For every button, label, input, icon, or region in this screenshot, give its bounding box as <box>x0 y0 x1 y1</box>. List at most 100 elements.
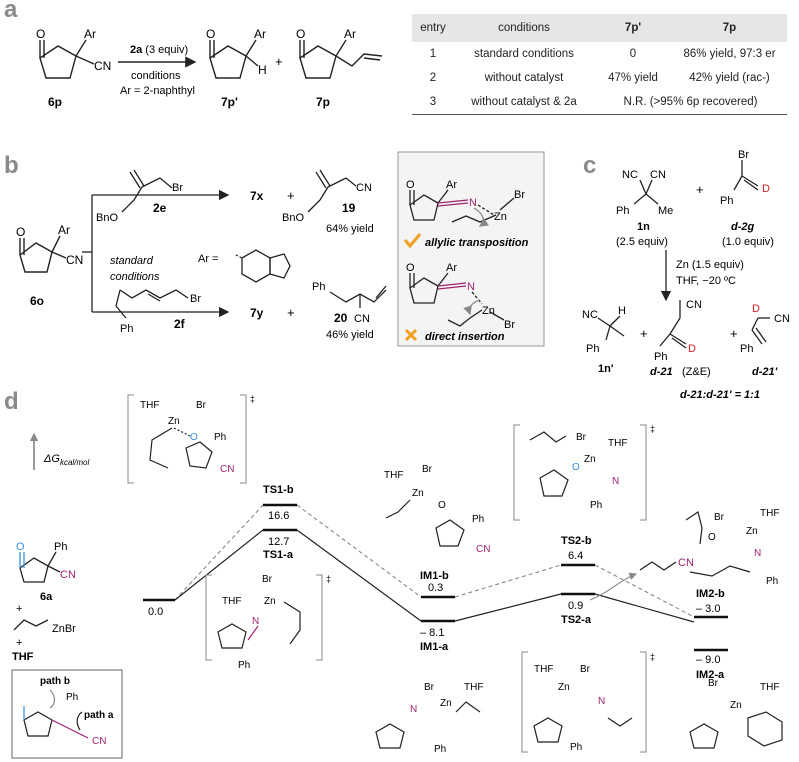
table-cell-conditions: without catalyst <box>484 72 564 84</box>
atom-O: O <box>572 462 580 473</box>
compound-label-d-21: d-21 <box>650 366 673 378</box>
atom-O: O <box>438 500 446 511</box>
panel-letter-c: c <box>583 152 597 179</box>
table-cell-conditions: standard conditions <box>474 48 574 60</box>
ts2b-skeleton <box>529 431 569 497</box>
label-Ph: Ph <box>570 742 582 753</box>
label-Ar: Ar <box>254 27 266 41</box>
ligand-THF: THF <box>222 596 241 607</box>
energy-connectors-path-a <box>174 529 695 623</box>
molecule-6p <box>39 39 95 79</box>
bracket-right <box>640 651 647 753</box>
legend-skeleton <box>23 689 89 739</box>
equiv-d-2g: (1.0 equiv) <box>722 236 774 248</box>
energy-IM2-a: – 9.0 <box>696 654 720 666</box>
table-header-7p-prime: 7p' <box>594 14 672 42</box>
mechanism-allylic-transposition <box>409 189 515 227</box>
yield-19: 64% yield <box>326 223 374 235</box>
label-TS1-b: TS1-b <box>263 484 294 496</box>
label-Ph: Ph <box>472 514 484 525</box>
label-CN: CN <box>94 59 111 73</box>
atom-Br: Br <box>262 574 273 585</box>
molecule-1n <box>633 179 659 205</box>
label-BnO: BnO <box>96 212 118 224</box>
atom-O: O <box>406 262 415 274</box>
butenenitrile <box>639 561 677 571</box>
energy-IM1-b: 0.3 <box>428 582 443 594</box>
label-CN: CN <box>678 557 694 569</box>
plus-sign: + <box>696 182 704 197</box>
label-TS1-a: TS1-a <box>263 549 294 561</box>
atom-Br: Br <box>514 189 525 201</box>
compound-label-2e: 2e <box>153 201 167 215</box>
label-ZnBr: ZnBr <box>52 623 76 635</box>
atom-Br: Br <box>196 400 207 411</box>
atom-O: O <box>296 27 305 41</box>
molecule-d-21 <box>659 300 687 349</box>
compound-label-7y: 7y <box>250 306 264 320</box>
allyl-group <box>13 619 49 631</box>
atom-Br: Br <box>504 319 515 331</box>
label-CN: CN <box>356 182 372 194</box>
label-Ph: Ph <box>616 205 629 217</box>
plus-sign: + <box>275 54 283 69</box>
molecule-d-21-prime <box>751 317 770 345</box>
label-IM1-b: IM1-b <box>420 570 449 582</box>
label-Ar: Ar <box>84 27 96 41</box>
label-Ph: Ph <box>720 195 733 207</box>
label-Ph: Ph <box>590 500 602 511</box>
bracket-left <box>513 424 520 521</box>
plus-sign: + <box>16 637 22 649</box>
atom-Br: Br <box>708 678 719 689</box>
label-Ar: Ar <box>58 223 70 237</box>
label-Ar: Ar <box>446 179 457 191</box>
label-Ph: Ph <box>654 351 667 363</box>
energy-IM1-a: – 8.1 <box>420 627 444 639</box>
bracket-right <box>316 574 323 661</box>
atom-O: O <box>36 27 45 41</box>
molecule-d-2g <box>733 160 759 191</box>
atom-O: O <box>406 179 415 191</box>
table-header-entry: entry <box>412 14 454 42</box>
compound-label-6o: 6o <box>30 294 44 308</box>
panel-letter-b: b <box>4 152 19 179</box>
energy-TS2-b: 6.4 <box>568 550 583 562</box>
ts-mark: ‡ <box>650 652 655 662</box>
ratio-text: d-21:d-21' = 1:1 <box>680 389 760 401</box>
ts-mark: ‡ <box>650 424 655 434</box>
plus-sign: + <box>640 326 648 341</box>
ligand-THF: THF <box>534 664 553 675</box>
atom-Br: Br <box>576 432 587 443</box>
atom-D: D <box>688 343 696 355</box>
ts2a-skeleton <box>533 717 633 743</box>
mechanism-direct-insertion <box>409 272 505 327</box>
energy-TS2-a: 0.9 <box>568 600 583 612</box>
molecule-7p-prime <box>209 39 259 79</box>
compound-label-6a: 6a <box>40 591 53 603</box>
compound-label-d-21-prime: d-21' <box>752 366 778 378</box>
molecule-19 <box>307 169 357 213</box>
compound-label-2f: 2f <box>174 317 186 331</box>
bracket-right <box>240 394 247 484</box>
atom-O: O <box>16 541 25 553</box>
label-path-b: path b <box>40 676 70 687</box>
plus-sign: + <box>730 326 738 341</box>
label-Ph: Ph <box>740 343 753 355</box>
compound-label-6p: 6p <box>48 95 62 109</box>
atom-Zn: Zn <box>558 682 570 693</box>
energy-connectors-path-b <box>174 504 695 618</box>
conditions-c-line1: Zn (1.5 equiv) <box>676 259 744 271</box>
ligand-THF: THF <box>760 508 779 519</box>
atom-Zn: Zn <box>440 698 452 709</box>
plus-sign: + <box>287 188 295 203</box>
atom-Zn: Zn <box>168 416 180 427</box>
yield-20: 46% yield <box>326 329 374 341</box>
label-Ph: Ph <box>214 432 226 443</box>
im2b-skeleton <box>685 511 751 577</box>
atom-Zn: Zn <box>584 454 596 465</box>
molecule-benzodioxole <box>235 249 291 283</box>
atom-N: N <box>598 696 605 707</box>
compound-label-7p: 7p <box>316 95 330 109</box>
table-cell-7p-prime: 0 <box>629 48 637 60</box>
table-header-conditions: conditions <box>454 14 594 42</box>
